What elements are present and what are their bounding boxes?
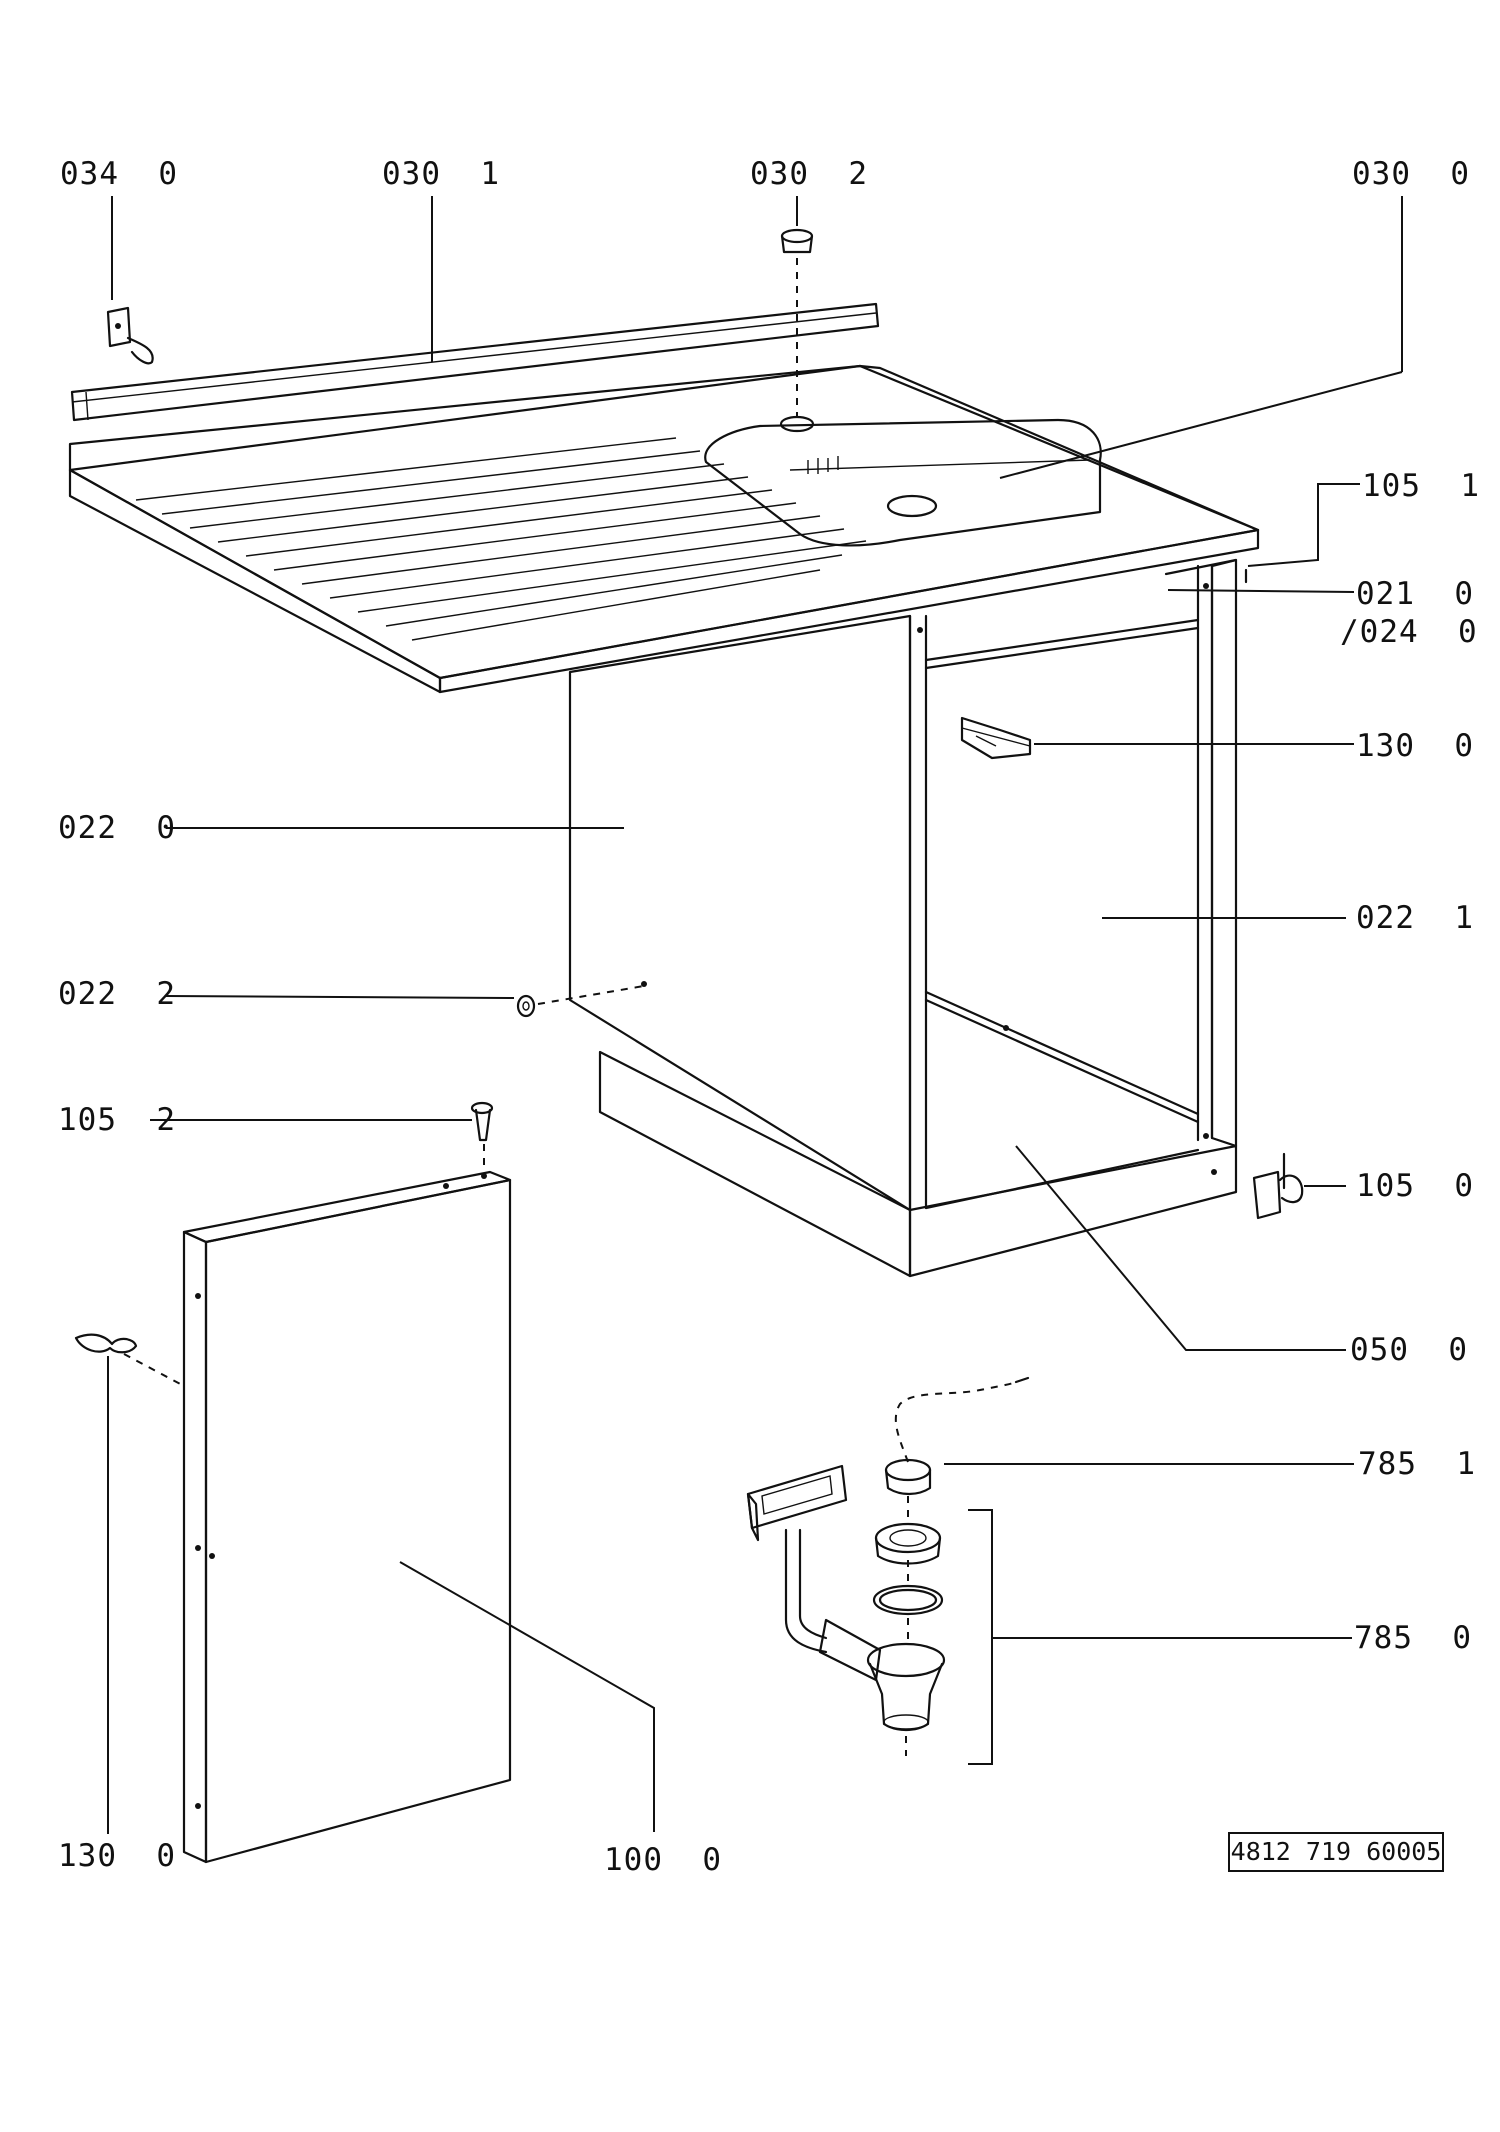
callout-022-0: 022 0 (58, 810, 176, 846)
cabinet-body (568, 558, 1238, 1278)
callout-030-1: 030 1 (382, 156, 500, 192)
callout-130-0-right: 130 0 (1356, 728, 1474, 764)
backsplash-rail (70, 302, 880, 422)
shelf-support (516, 994, 536, 1018)
document-number: 4812 719 60005 (1228, 1832, 1444, 1872)
drainer-ribs (135, 437, 867, 641)
callout-785-0: 785 0 (1354, 1620, 1472, 1656)
door-catch (74, 1333, 138, 1354)
callout-105-2: 105 2 (58, 1102, 176, 1138)
callout-105-1: 105 1 (1362, 468, 1480, 504)
callout-785-1: 785 1 (1358, 1446, 1476, 1482)
callout-022-2: 022 2 (58, 976, 176, 1012)
cabinet-door (182, 1170, 512, 1864)
assembly-path-shelf-support (537, 985, 645, 1005)
sink-bowl (704, 418, 1102, 547)
door-screw (470, 1101, 494, 1142)
callout-030-2: 030 2 (750, 156, 868, 192)
tap-hole-plug (780, 228, 814, 254)
door-hinge (1252, 1152, 1304, 1220)
waste-fitting-assembly (746, 1376, 1030, 1756)
callout-030-0: 030 0 (1352, 156, 1470, 192)
bracket-785-0 (968, 1509, 1000, 1765)
callout-100-0: 100 0 (604, 1842, 722, 1878)
magnetic-catch (960, 716, 1032, 760)
callout-024-0: /024 0 (1340, 614, 1478, 650)
callout-034-0: 034 0 (60, 156, 178, 192)
tap-hole (779, 415, 815, 433)
callout-130-0-left: 130 0 (58, 1838, 176, 1874)
sink-top (68, 364, 1260, 694)
leader-lines (107, 196, 1403, 1834)
callout-021-0: 021 0 (1356, 576, 1474, 612)
mounting-bracket (106, 306, 154, 365)
callout-022-1: 022 1 (1356, 900, 1474, 936)
callout-050-0: 050 0 (1350, 1332, 1468, 1368)
assembly-path-door-catch (123, 1353, 185, 1387)
callout-105-0: 105 0 (1356, 1168, 1474, 1204)
